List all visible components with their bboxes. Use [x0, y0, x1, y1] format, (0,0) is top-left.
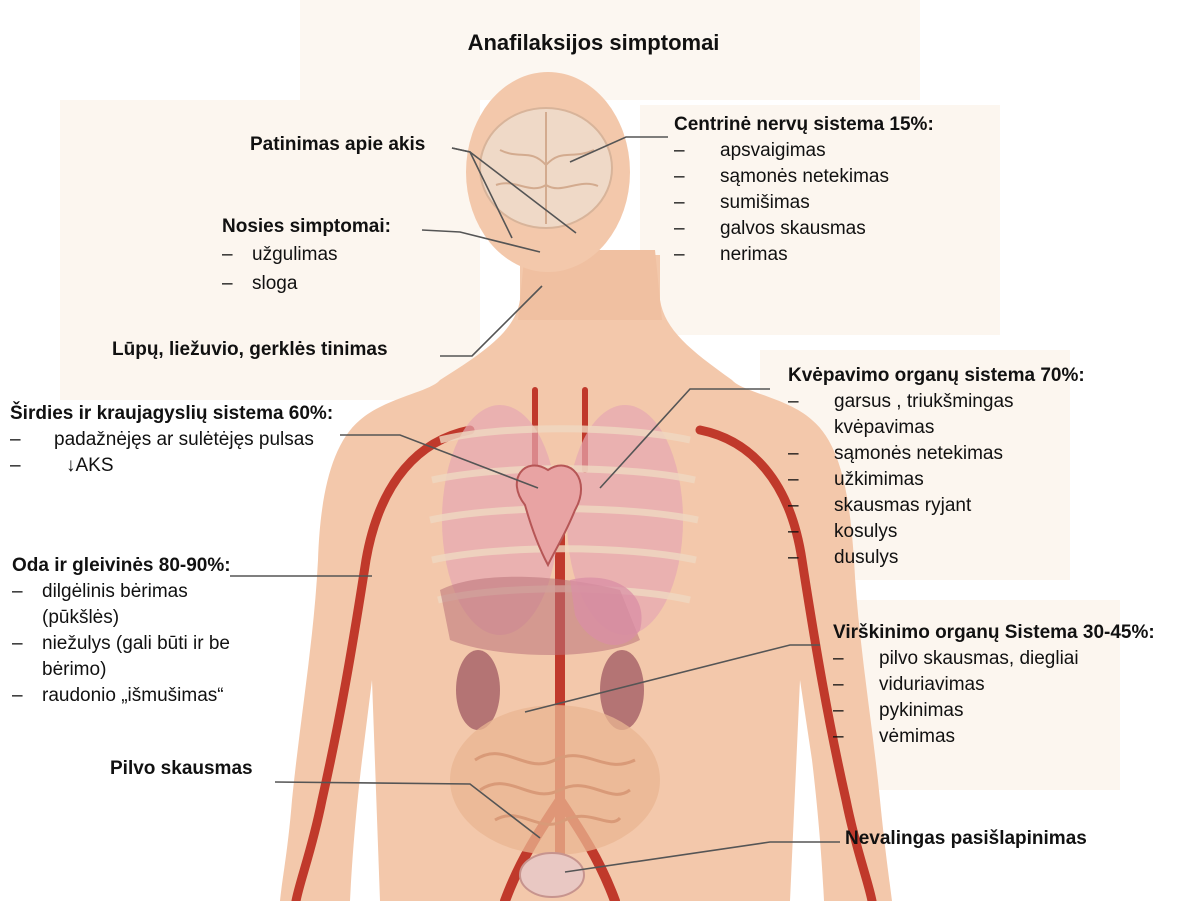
list-item: nerimas — [674, 242, 934, 268]
list-item: viduriavimas — [833, 672, 1155, 698]
list-item: garsus , triukšmingas kvėpavimas — [788, 389, 1044, 441]
nose-list: užgulimas sloga — [222, 242, 391, 297]
lips-heading: Lūpų, liežuvio, gerklės tinimas — [112, 337, 388, 363]
list-item: dusulys — [788, 545, 1085, 571]
cns-list: apsvaigimas sąmonės netekimas sumišimas … — [674, 138, 934, 268]
abdomen-heading: Pilvo skausmas — [110, 756, 253, 782]
list-item: ↓AKS — [10, 453, 333, 479]
list-item: vėmimas — [833, 724, 1155, 750]
skin-list: dilgėlinis bėrimas (pūkšlės) niežulys (g… — [12, 579, 278, 709]
gi-group: Virškinimo organų Sistema 30-45%: pilvo … — [833, 620, 1155, 750]
list-item: sloga — [222, 271, 391, 297]
list-item: skausmas ryjant — [788, 493, 1085, 519]
list-item: apsvaigimas — [674, 138, 934, 164]
list-item: dilgėlinis bėrimas (pūkšlės) — [12, 579, 242, 631]
resp-list: garsus , triukšmingas kvėpavimas sąmonės… — [788, 389, 1085, 571]
list-item: raudonio „išmušimas“ — [12, 683, 278, 709]
nose-group: Nosies simptomai: užgulimas sloga — [222, 214, 391, 297]
cardio-group: Širdies ir kraujagyslių sistema 60%: pad… — [10, 401, 333, 479]
cns-heading: Centrinė nervų sistema 15%: — [674, 112, 934, 138]
lips-group: Lūpų, liežuvio, gerklės tinimas — [112, 337, 388, 363]
list-item: užgulimas — [222, 242, 391, 268]
resp-heading: Kvėpavimo organų sistema 70%: — [788, 363, 1085, 389]
cardio-heading: Širdies ir kraujagyslių sistema 60%: — [10, 401, 333, 427]
list-item: sąmonės netekimas — [788, 441, 1085, 467]
cardio-list: padažnėjęs ar sulėtėjęs pulsas ↓AKS — [10, 427, 333, 479]
list-item: pilvo skausmas, diegliai — [833, 646, 1155, 672]
gi-list: pilvo skausmas, diegliai viduriavimas py… — [833, 646, 1155, 750]
list-item: pykinimas — [833, 698, 1155, 724]
gi-heading: Virškinimo organų Sistema 30-45%: — [833, 620, 1155, 646]
abdomen-group: Pilvo skausmas — [110, 756, 253, 782]
resp-group: Kvėpavimo organų sistema 70%: garsus , t… — [788, 363, 1085, 571]
bladder-heading: Nevalingas pasišlapinimas — [845, 826, 1087, 852]
list-item: užkimimas — [788, 467, 1085, 493]
list-item: sąmonės netekimas — [674, 164, 934, 190]
bladder-group: Nevalingas pasišlapinimas — [845, 826, 1087, 852]
cns-group: Centrinė nervų sistema 15%: apsvaigimas … — [674, 112, 934, 268]
page-title: Anafilaksijos simptomai — [0, 30, 1187, 56]
eyes-heading: Patinimas apie akis — [250, 132, 425, 158]
list-item: galvos skausmas — [674, 216, 934, 242]
list-item: niežulys (gali būti ir be bėrimo) — [12, 631, 278, 683]
skin-heading: Oda ir gleivinės 80-90%: — [12, 553, 278, 579]
list-item: sumišimas — [674, 190, 934, 216]
skin-group: Oda ir gleivinės 80-90%: dilgėlinis bėri… — [12, 553, 278, 709]
eyes-group: Patinimas apie akis — [250, 132, 425, 158]
nose-heading: Nosies simptomai: — [222, 214, 391, 240]
list-item: padažnėjęs ar sulėtėjęs pulsas — [10, 427, 333, 453]
list-item: kosulys — [788, 519, 1085, 545]
